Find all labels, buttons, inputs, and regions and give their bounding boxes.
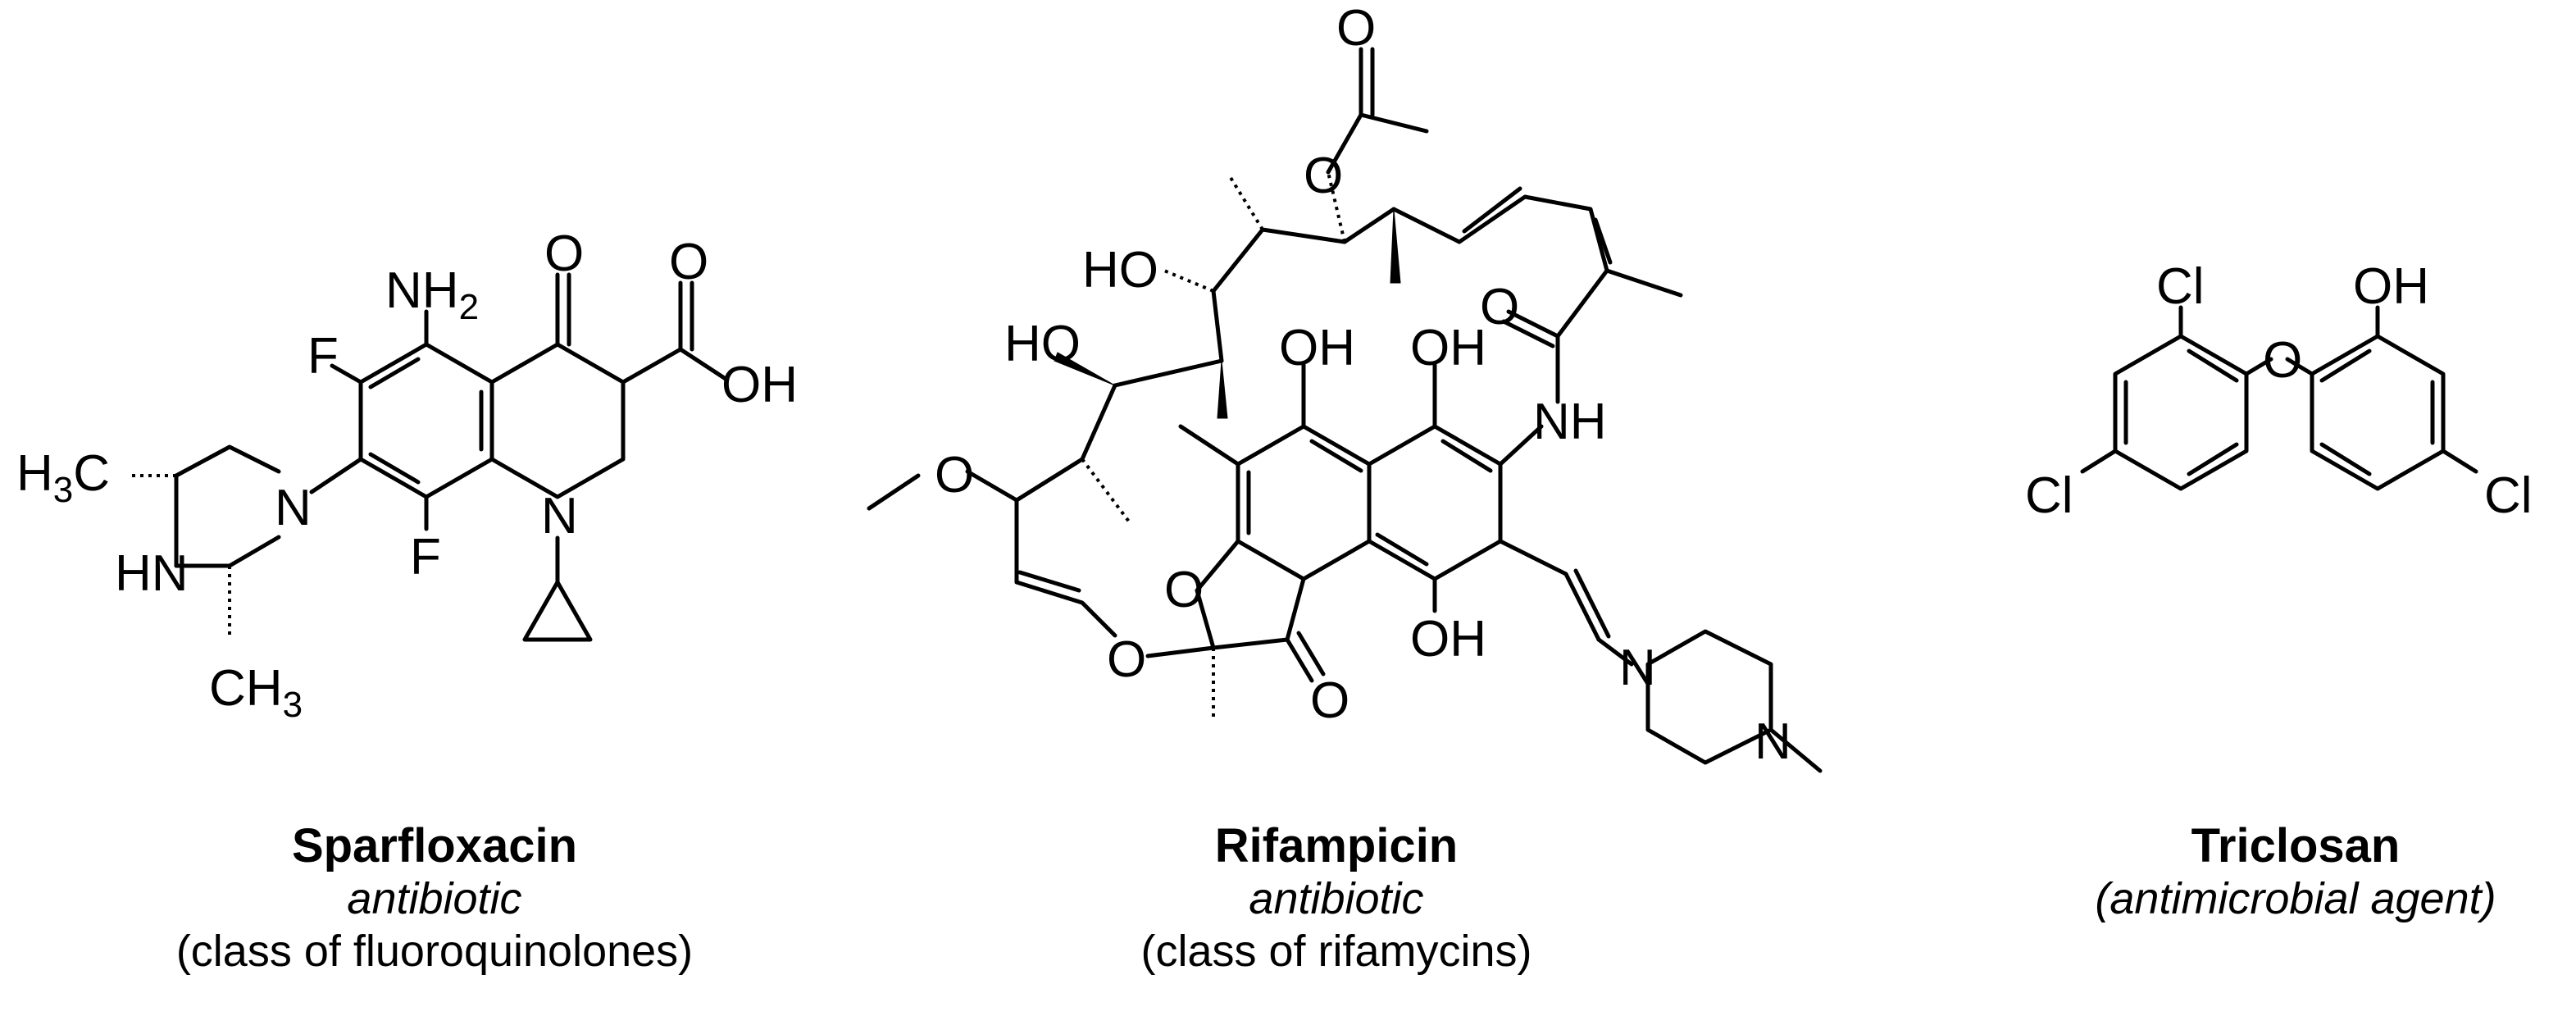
atom-label: HO (1082, 242, 1158, 298)
atom-label: O (1310, 672, 1349, 729)
atom-label: O (1304, 148, 1343, 204)
atom-label: O (2263, 332, 2302, 389)
atom-label: N (1619, 640, 1656, 696)
atom-label: O (669, 234, 708, 290)
atom-label: O (1480, 279, 1519, 335)
caption-rifampicin: Rifampicin antibiotic (class of rifamyci… (967, 820, 1705, 977)
compound-class: (class of rifamycins) (1140, 927, 1532, 976)
atom-label: HN (115, 545, 189, 602)
atom-label: F (307, 328, 339, 385)
compound-role: antibiotic (1249, 874, 1424, 923)
atom-label: N (541, 488, 578, 544)
compound-name: Rifampicin (1214, 819, 1459, 872)
compound-role: (antimicrobial agent) (2095, 874, 2496, 923)
atom-label: O (935, 447, 974, 503)
atom-label: OH (721, 357, 798, 413)
atom-label: OH (1410, 611, 1486, 667)
atom-label: CH3 (209, 660, 303, 725)
atom-label: O (1336, 0, 1376, 57)
triclosan-structure: Cl Cl Cl OH O (2025, 258, 2533, 524)
sparfloxacin-structure: NH2 O O OH F F N N HN H3C CH3 (16, 226, 798, 725)
caption-triclosan: Triclosan (antimicrobial agent) (1927, 820, 2576, 925)
compound-class: (class of fluoroquinolones) (175, 927, 694, 976)
atom-label: Cl (2156, 258, 2205, 315)
atom-label: Cl (2025, 467, 2073, 524)
atom-label: OH (1279, 320, 1355, 376)
atom-label: O (544, 226, 584, 282)
atom-label: H3C (16, 445, 110, 510)
atom-label: NH2 (385, 262, 479, 327)
compound-name: Sparfloxacin (291, 819, 578, 872)
atom-label: N (1755, 713, 1791, 770)
atom-label: O (1107, 631, 1146, 688)
atom-label: N (275, 480, 312, 536)
atom-label: F (410, 529, 441, 585)
caption-sparfloxacin: Sparfloxacin antibiotic (class of fluoro… (66, 820, 803, 977)
compound-role: antibiotic (347, 874, 522, 923)
atom-label: NH (1533, 394, 1607, 450)
atom-label: Cl (2484, 467, 2533, 524)
atom-label: OH (1410, 320, 1486, 376)
atom-label: O (1164, 562, 1204, 618)
rifampicin-structure: O O HO HO OH OH OH O NH O O O O N N (867, 0, 1823, 773)
atom-label: OH (2353, 258, 2429, 315)
atom-label: HO (1004, 316, 1081, 372)
compound-name: Triclosan (2191, 819, 2401, 872)
